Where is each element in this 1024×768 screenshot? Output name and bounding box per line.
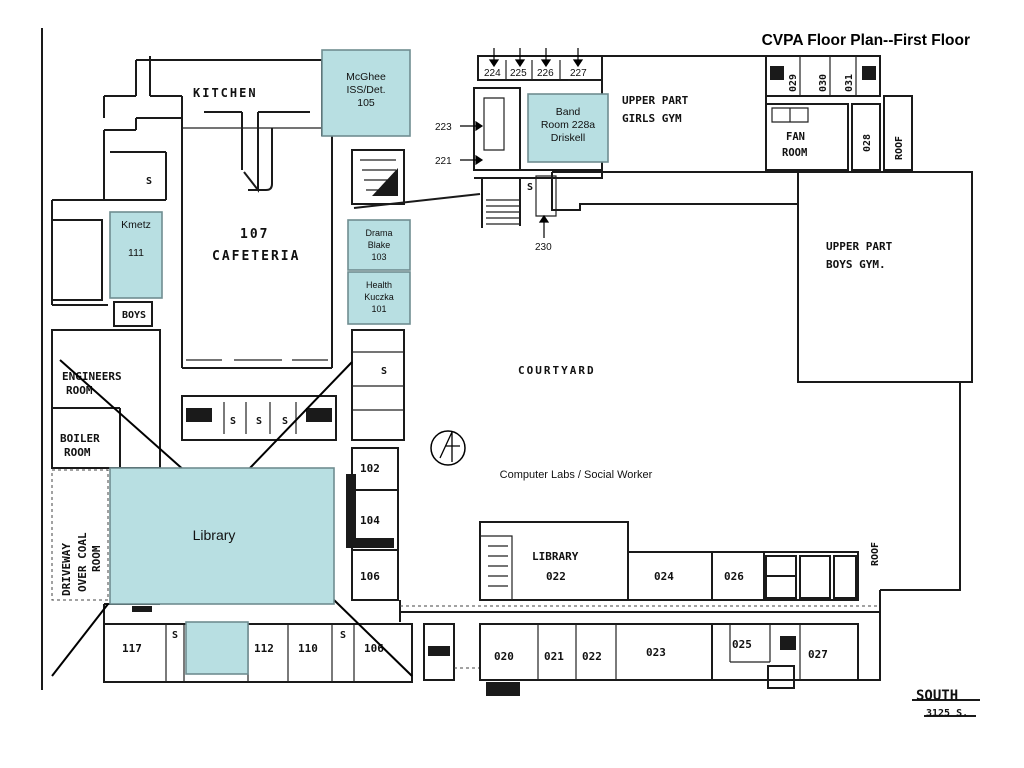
engineers-room-label-1: ENGINEERS [62,370,122,383]
room-117-label: 117 [122,642,142,655]
boys-restroom-label: BOYS [122,310,146,321]
wall-lines [41,28,980,717]
room-227-label: 227 [570,68,587,79]
room-030-label: 030 [818,74,829,92]
overlay-drama [347,219,411,271]
svg-text:S: S [282,416,288,427]
library-overlay-label: Library [193,527,236,543]
room-226-label: 226 [537,68,554,79]
arrow-label-230: 230 [535,242,552,253]
kmetz-line-1: Kmetz [121,219,151,231]
courtyard-label: COURTYARD [518,364,596,377]
upper-girls-gym-label-1: UPPER PART [622,94,689,107]
drama-line-2: Blake [368,240,391,250]
svg-text:S: S [340,630,346,641]
room-224-label: 224 [484,68,501,79]
drama-line-3: 103 [371,252,386,262]
room-106b-label: 106 [364,642,384,655]
room-027-label: 027 [808,648,828,661]
room-028-label: 028 [862,134,873,152]
room-024-label: 024 [654,570,674,583]
room-021-label: 021 [544,650,564,663]
arrow-label-223: 223 [435,122,452,133]
room-110-label: 110 [298,642,318,655]
room-022-label: 022 [582,650,602,663]
kitchen-label: KITCHEN [193,86,258,100]
boiler-room-label-1: BOILER [60,432,100,445]
room-031-label: 031 [844,74,855,92]
band-line-1: Band [556,106,581,118]
svg-text:S: S [172,630,178,641]
room-106-label: 106 [360,570,380,583]
roof-right-label: ROOF [870,542,881,566]
boiler-room-label-2: ROOM [64,446,91,459]
upper-boys-gym-label-1: UPPER PART [826,240,893,253]
south-address-label: 3125 S. [926,708,968,719]
svg-text:S: S [256,416,262,427]
upper-girls-gym-label-2: GIRLS GYM [622,112,682,125]
engineers-room-label-2: ROOM [66,384,93,397]
library-cross-lines [51,359,413,677]
overlay-kmetz [109,211,163,299]
fan-room-label-1: FAN [786,131,805,143]
library-022-label-2: 022 [546,570,566,583]
band-line-2: Room 228a [541,119,595,131]
overlay-mcghee-iss [321,49,411,137]
roof-label: ROOF [894,136,905,160]
mcghee-line-3: 105 [357,97,375,109]
cafeteria-label: CAFETERIA [212,249,300,264]
svg-text:S: S [230,416,236,427]
arrow-markers: 223 221 230 [435,48,584,253]
room-104-label: 104 [360,514,380,527]
svg-text:S: S [527,182,533,193]
health-line-3: 101 [371,304,386,314]
over-coal-label: OVER COAL [76,532,89,592]
library-022-label-1: LIBRARY [532,550,579,563]
room-225-label: 225 [510,68,527,79]
overlay-band-room [527,93,609,163]
overlay-library [109,467,335,605]
compass-icon [430,430,466,466]
computer-labs-label: Computer Labs / Social Worker [500,469,653,481]
page-title: CVPA Floor Plan--First Floor [761,32,970,49]
driveway-label: DRIVEWAY [60,543,73,596]
upper-boys-gym-label-2: BOYS GYM. [826,258,886,271]
room-023-label: 023 [646,646,666,659]
overlay-health [347,271,411,325]
fan-room-label-2: ROOM [782,147,807,159]
health-line-2: Kuczka [364,292,394,302]
room-112-label: 112 [254,642,274,655]
room-102-label: 102 [360,462,380,475]
overlay-small-room [185,621,249,675]
south-label: SOUTH [916,688,958,704]
drama-line-1: Drama [365,228,392,238]
kmetz-line-2: 111 [128,247,144,259]
health-line-1: Health [366,280,392,290]
mcghee-line-1: McGhee [346,71,386,83]
mcghee-line-2: ISS/Det. [346,84,385,96]
coal-room-label: ROOM [90,545,103,572]
band-line-3: Driskell [551,132,585,144]
svg-text:S: S [146,176,152,187]
arrow-label-221: 221 [435,156,452,167]
cafeteria-number: 107 [240,227,269,242]
room-026-label: 026 [724,570,744,583]
room-029-label: 029 [788,74,799,92]
svg-text:S: S [381,366,387,377]
room-020-label: 020 [494,650,514,663]
room-025-label: 025 [732,638,752,651]
